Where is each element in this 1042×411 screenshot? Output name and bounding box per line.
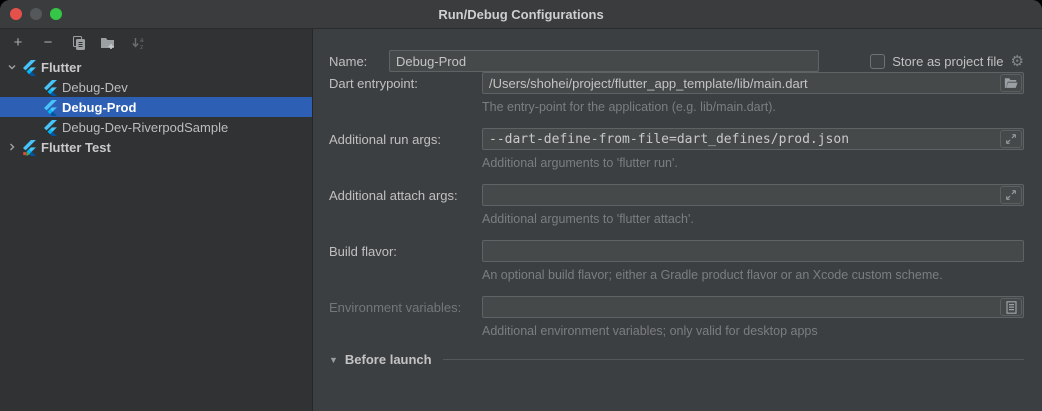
expand-icon[interactable] — [1000, 130, 1022, 148]
flutter-test-icon — [23, 140, 36, 156]
environment-variables-input[interactable] — [482, 296, 1024, 318]
before-launch-section[interactable]: ▼ Before launch — [329, 352, 1024, 367]
build-flavor-hint: An optional build flavor; either a Gradl… — [482, 268, 943, 282]
tree-item-debug-dev-riverpodsample[interactable]: Debug-Dev-RiverpodSample — [0, 117, 312, 137]
build-flavor-label: Build flavor: — [329, 243, 397, 259]
environment-variables-hint: Additional environment variables; only v… — [482, 324, 818, 338]
remove-icon[interactable]: − — [43, 34, 53, 51]
tree-item-flutter-test[interactable]: Flutter Test — [0, 137, 312, 157]
collapse-triangle-icon[interactable]: ▼ — [329, 354, 338, 365]
gear-icon[interactable]: ⚙ — [1010, 52, 1024, 70]
tree-item-debug-dev[interactable]: Debug-Dev — [0, 77, 312, 97]
chevron-right-icon[interactable] — [6, 141, 18, 153]
tree-item-label: Debug-Dev-RiverpodSample — [62, 119, 229, 135]
open-folder-icon[interactable] — [1000, 74, 1022, 92]
title-bar: Run/Debug Configurations — [0, 0, 1042, 29]
tree-item-label: Flutter — [41, 59, 82, 75]
chevron-down-icon[interactable] — [6, 61, 18, 73]
store-as-project-file-group: Store as project file ⚙ — [870, 52, 1024, 70]
additional-attach-args-input[interactable] — [482, 184, 1024, 206]
new-folder-icon[interactable] — [99, 34, 117, 52]
name-label: Name: — [329, 53, 368, 69]
store-as-project-file-checkbox[interactable] — [870, 53, 886, 69]
minimize-button — [30, 8, 42, 20]
tree-item-label: Flutter Test — [41, 139, 111, 155]
traffic-lights — [0, 8, 62, 20]
additional-attach-args-hint: Additional arguments to 'flutter attach'… — [482, 212, 694, 226]
build-flavor-group: Build flavor: An optional build flavor; … — [329, 240, 1024, 283]
name-input[interactable] — [389, 50, 819, 72]
additional-run-args-group: Additional run args: Additional argument… — [329, 128, 1024, 171]
svg-text:z: z — [140, 44, 143, 51]
additional-run-args-input[interactable] — [482, 128, 1024, 150]
build-flavor-input[interactable] — [482, 240, 1024, 262]
flutter-icon — [44, 120, 57, 136]
name-row: Name: Store as project file ⚙ — [329, 50, 1024, 72]
dart-entrypoint-input[interactable] — [482, 72, 1024, 94]
tree-item-flutter[interactable]: Flutter — [0, 57, 312, 77]
store-as-project-file-label: Store as project file — [892, 53, 1004, 69]
close-button[interactable] — [10, 8, 22, 20]
flutter-icon — [44, 100, 57, 116]
additional-attach-args-label: Additional attach args: — [329, 187, 458, 203]
tree-item-debug-prod[interactable]: Debug-Prod — [0, 97, 312, 117]
browse-list-icon[interactable] — [1000, 298, 1022, 316]
before-launch-label: Before launch — [344, 352, 432, 367]
dart-entrypoint-hint: The entry-point for the application (e.g… — [482, 100, 776, 114]
dialog-title: Run/Debug Configurations — [438, 6, 604, 22]
additional-run-args-hint: Additional arguments to 'flutter run'. — [482, 156, 678, 170]
expand-icon[interactable] — [1000, 186, 1022, 204]
environment-variables-group: Environment variables: Additional enviro… — [329, 296, 1024, 339]
configurations-tree: Flutter Debug-Dev Debug-Prod — [0, 56, 312, 157]
section-divider — [442, 359, 1024, 360]
dart-entrypoint-group: Dart entrypoint: The entry-point for the… — [329, 72, 1024, 115]
tree-item-label: Debug-Dev — [62, 79, 128, 95]
additional-run-args-label: Additional run args: — [329, 131, 442, 147]
tree-item-label: Debug-Prod — [62, 99, 137, 115]
zoom-button[interactable] — [50, 8, 62, 20]
environment-variables-label: Environment variables: — [329, 299, 462, 315]
copy-icon[interactable] — [69, 34, 87, 52]
flutter-icon — [44, 80, 57, 96]
svg-text:a: a — [140, 37, 144, 44]
configuration-form: Name: Store as project file ⚙ Dart entry… — [313, 29, 1042, 411]
add-icon[interactable]: + — [13, 34, 23, 51]
flutter-icon — [23, 60, 36, 76]
dart-entrypoint-label: Dart entrypoint: — [329, 75, 418, 91]
additional-attach-args-group: Additional attach args: Additional argum… — [329, 184, 1024, 227]
